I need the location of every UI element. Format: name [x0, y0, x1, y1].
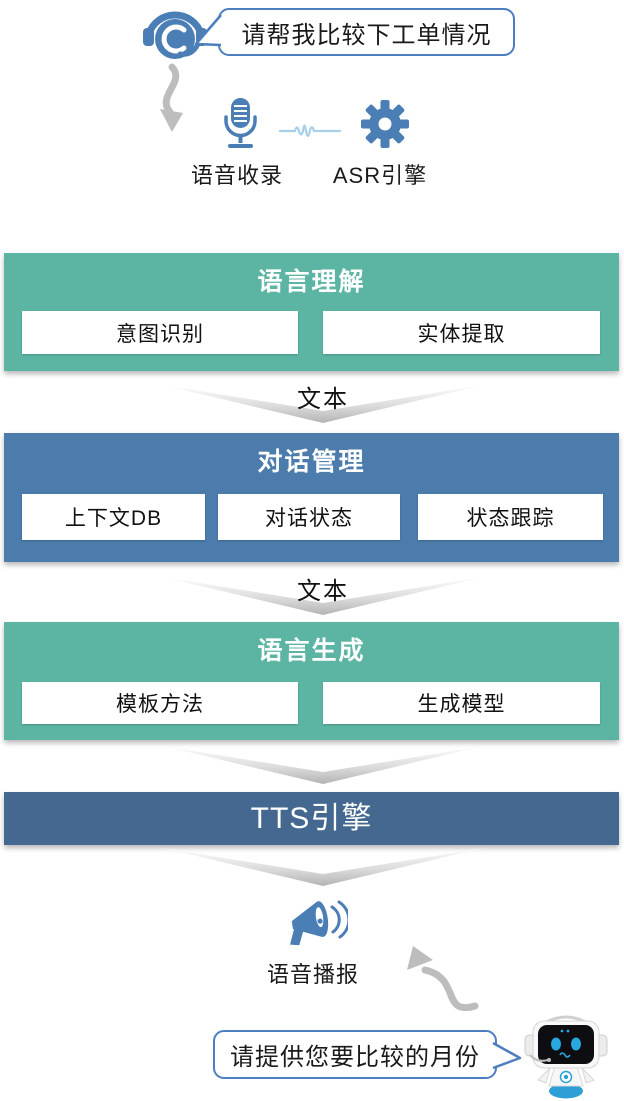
- curved-arrow-up-icon: [407, 946, 479, 1012]
- user-speech-text: 请帮我比较下工单情况: [241, 21, 492, 49]
- tts-engine-bar: TTS引擎: [4, 792, 619, 845]
- nlu-title: 语言理解: [257, 268, 366, 296]
- nlg-title: 语言生成: [257, 637, 366, 665]
- bot-bubble-tail: [492, 1041, 522, 1070]
- nlg-block: 语言生成 模板方法 生成模型: [4, 622, 619, 740]
- user-bubble-tail: [194, 14, 222, 47]
- voice-broadcast-label: 语音播报: [266, 962, 359, 987]
- down-chevron-icon: [163, 746, 483, 784]
- microphone-icon: [224, 98, 257, 148]
- megaphone-icon: [290, 900, 348, 946]
- down-chevron-icon: [163, 848, 483, 886]
- robot-mascot: [524, 1015, 608, 1099]
- template-method-box: 模板方法: [22, 682, 298, 724]
- flow-label-text-1: 文本: [297, 386, 349, 413]
- down-chevron-icon: [163, 385, 483, 423]
- user-speech-bubble: 请帮我比较下工单情况: [218, 8, 515, 56]
- headset-agent-icon: [143, 11, 207, 59]
- voice-capture-label: 语音收录: [190, 163, 283, 188]
- context-db-box: 上下文DB: [22, 494, 205, 540]
- dm-title: 对话管理: [257, 448, 366, 476]
- dialog-management-block: 对话管理 上下文DB 对话状态 状态跟踪: [4, 433, 619, 562]
- generative-model-box: 生成模型: [323, 682, 600, 724]
- nlu-block: 语言理解 意图识别 实体提取: [4, 253, 619, 371]
- entity-extraction-box: 实体提取: [323, 311, 600, 354]
- flow-label-text-2: 文本: [297, 578, 349, 605]
- dialog-state-box: 对话状态: [218, 494, 400, 540]
- asr-engine-label: ASR引擎: [332, 163, 428, 188]
- down-chevron-icon: [163, 577, 483, 615]
- intent-recognition-box: 意图识别: [22, 311, 298, 354]
- bot-speech-text: 请提供您要比较的月份: [230, 1044, 480, 1071]
- gear-icon: [361, 100, 409, 148]
- tts-title: TTS引擎: [250, 802, 373, 835]
- waveform-icon: [279, 124, 341, 137]
- bot-speech-bubble: 请提供您要比较的月份: [213, 1030, 497, 1079]
- state-tracking-box: 状态跟踪: [418, 494, 603, 540]
- curved-arrow-down-icon: [160, 63, 183, 132]
